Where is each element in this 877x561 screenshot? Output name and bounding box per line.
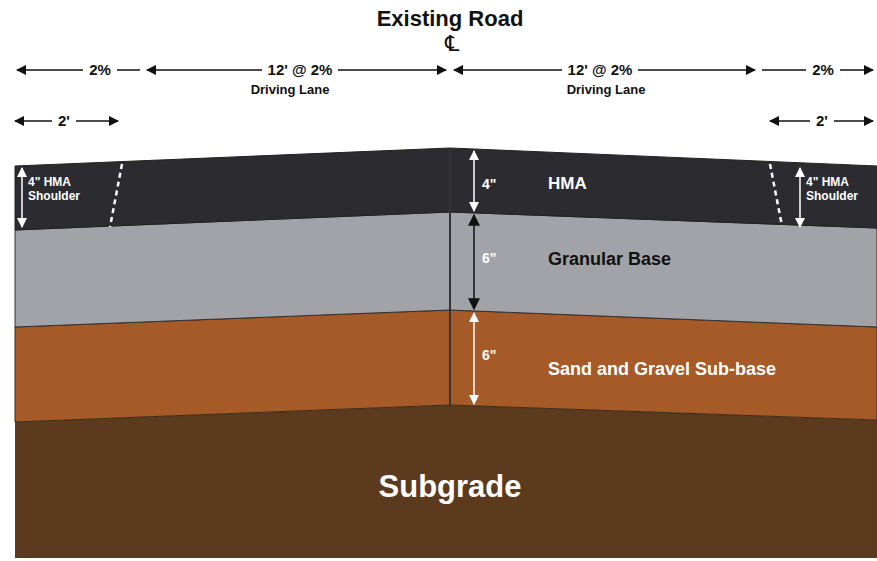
layer-name: HMA (548, 174, 587, 194)
lane-dimension: 12' @ 2% (262, 61, 339, 78)
shoulder-label: 4" HMA Shoulder (806, 176, 866, 204)
subgrade-band (15, 405, 877, 558)
thickness-line (473, 313, 475, 404)
thickness-line (473, 151, 475, 211)
shoulder-label: 4" HMA Shoulder (28, 176, 88, 204)
lane-label: Driving Lane (251, 83, 330, 98)
layer-name: Subgrade (379, 469, 522, 505)
thickness-label: 6" (482, 347, 496, 363)
subgrade-layer: Subgrade (379, 469, 522, 505)
layer-name: Sand and Gravel Sub-base (548, 359, 776, 380)
shoulder-width: 2' (810, 112, 834, 129)
dimension-line (17, 69, 140, 70)
slope-dimension: 2% (83, 61, 117, 78)
base-band (15, 212, 877, 327)
centerline (449, 148, 451, 405)
shoulder-joint (770, 164, 782, 226)
thickness-label: 4" (482, 176, 496, 192)
hma-band (15, 148, 877, 230)
thickness-line (799, 168, 801, 227)
thickness-line (21, 168, 23, 227)
lane-dimension: 12' @ 2% (562, 61, 639, 78)
subbase-layer: Sand and Gravel Sub-base (548, 359, 776, 380)
subbase-band (15, 310, 877, 422)
layer-name: Granular Base (548, 249, 671, 270)
thickness-label: 6" (482, 250, 496, 266)
base-layer: Granular Base (548, 249, 671, 270)
shoulder-joint (110, 164, 122, 227)
diagram-title: Existing Road (377, 6, 524, 31)
shoulder-width: 2' (52, 112, 76, 129)
slope-dimension: 2% (806, 61, 840, 78)
lane-label: Driving Lane (567, 83, 646, 98)
thickness-line (473, 215, 475, 309)
centerline-symbol: ℄ (445, 31, 459, 56)
hma-layer: HMA (548, 174, 587, 194)
